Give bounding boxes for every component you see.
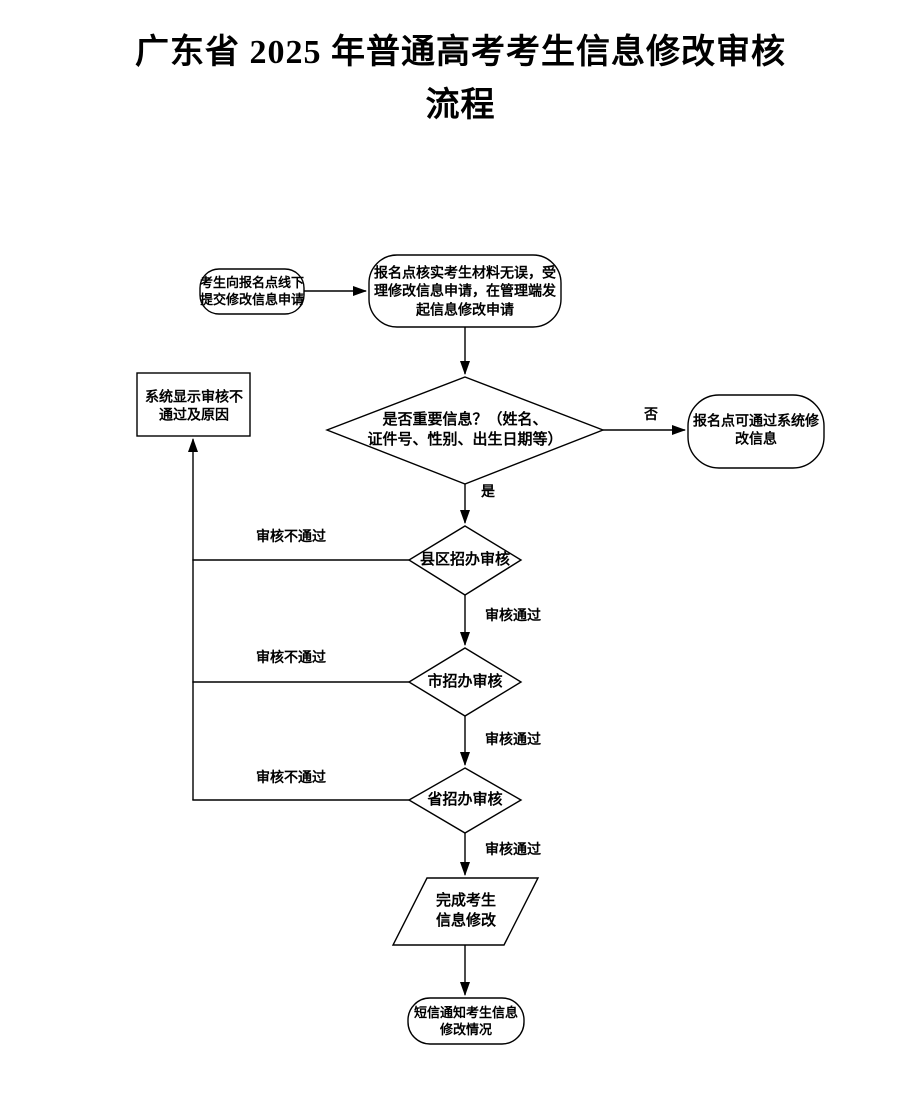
page-title-line1: 广东省 2025 年普通高考考生信息修改审核 [135,34,786,71]
edge-label-county-fail: 审核不通过 [256,527,326,544]
page-title: 广东省 2025 年普通高考考生信息修改审核 流程 [0,26,921,132]
node-reject-display-shape [136,372,251,437]
node-system-modify-shape [687,394,825,469]
edge-label-city-fail: 审核不通过 [256,648,326,665]
node-sms-notify-shape [407,997,525,1045]
edge-label-city-pass: 审核通过 [485,730,541,747]
edge-label-county-pass: 审核通过 [485,606,541,623]
node-system-modify-label: 报名点可通过系统修 改信息 [693,412,819,447]
node-city-review-shape [407,647,523,717]
node-province-review-shape [407,767,523,834]
node-complete-label: 完成考生 信息修改 [435,892,497,929]
node-county-review-label: 县区招办审核 [419,551,511,569]
node-important-decision-shape [325,376,605,485]
node-site-verify-shape [368,254,562,328]
edge-label-yes: 是 [481,482,495,499]
node-county-review-shape [407,525,523,596]
node-reject-display-label: 系统显示审核不 通过及原因 [145,388,243,423]
node-province-review-label: 省招办审核 [427,791,503,809]
node-sms-notify-label: 短信通知考生信息 修改情况 [413,1004,519,1037]
node-candidate-submit-label: 考生向报名点线下 提交修改信息申请 [199,274,305,307]
node-site-verify-label: 报名点核实考生材料无误，受 理修改信息申请，在管理端发 起信息修改申请 [374,264,556,318]
node-complete-shape [391,877,540,946]
node-city-review-label: 市招办审核 [427,673,503,691]
edge-label-province-pass: 审核通过 [485,840,541,857]
edge-label-no: 否 [644,405,658,422]
edge-label-province-fail: 审核不通过 [256,768,326,785]
node-important-decision-label: 是否重要信息？（姓名、 证件号、性别、出生日期等） [367,411,563,448]
page-title-line2: 流程 [425,87,496,124]
node-candidate-submit-shape [199,268,305,315]
